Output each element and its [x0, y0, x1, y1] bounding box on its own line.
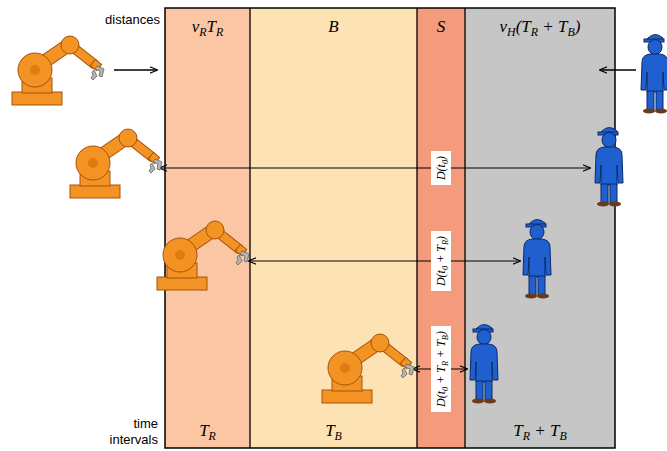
time-interval-label: TR [165, 421, 250, 441]
distance-band: vH(TR + TB) TR + TB [465, 8, 615, 448]
distance-value: D(t0 + TR + TB) [434, 331, 448, 407]
subscript: R [209, 429, 216, 443]
subscript: B [568, 25, 575, 39]
subscript: B [559, 429, 566, 443]
subscript: R [531, 25, 538, 39]
distance-label: vH(TR + TB) [465, 17, 615, 37]
distance-tag: D(t0) [431, 151, 451, 185]
subscript: R [199, 25, 206, 39]
distance-value: D(t0) [434, 156, 448, 180]
subscript: R [216, 25, 223, 39]
subscript: 0 [441, 387, 450, 391]
distance-label: S [417, 17, 465, 37]
subscript: R [441, 361, 450, 366]
distance-value: D(t0 + TR) [434, 236, 448, 286]
axis-caption: time intervals [95, 416, 158, 448]
distance-band: BTB [250, 8, 417, 448]
distance-band: S D(t0) D(t0 + TR) D(t0 + TR + TB) [417, 8, 465, 448]
distance-tag: D(t0 + TR + TB) [431, 326, 451, 412]
distance-band: vRTR TR [165, 8, 250, 448]
distance-label: B [250, 17, 417, 37]
subscript: R [523, 429, 530, 443]
subscript: B [441, 335, 450, 340]
subscript: R [441, 240, 450, 245]
subscript: 0 [441, 266, 450, 270]
subscript: 0 [441, 160, 450, 164]
time-interval-label: TR + TB [465, 421, 615, 441]
axis-caption: distances [100, 12, 160, 28]
distance-tag: D(t0 + TR) [431, 231, 451, 291]
time-interval-label: TB [250, 421, 417, 441]
subscript: H [507, 25, 516, 39]
subscript: B [335, 429, 342, 443]
distance-label: vRTR [165, 17, 250, 37]
